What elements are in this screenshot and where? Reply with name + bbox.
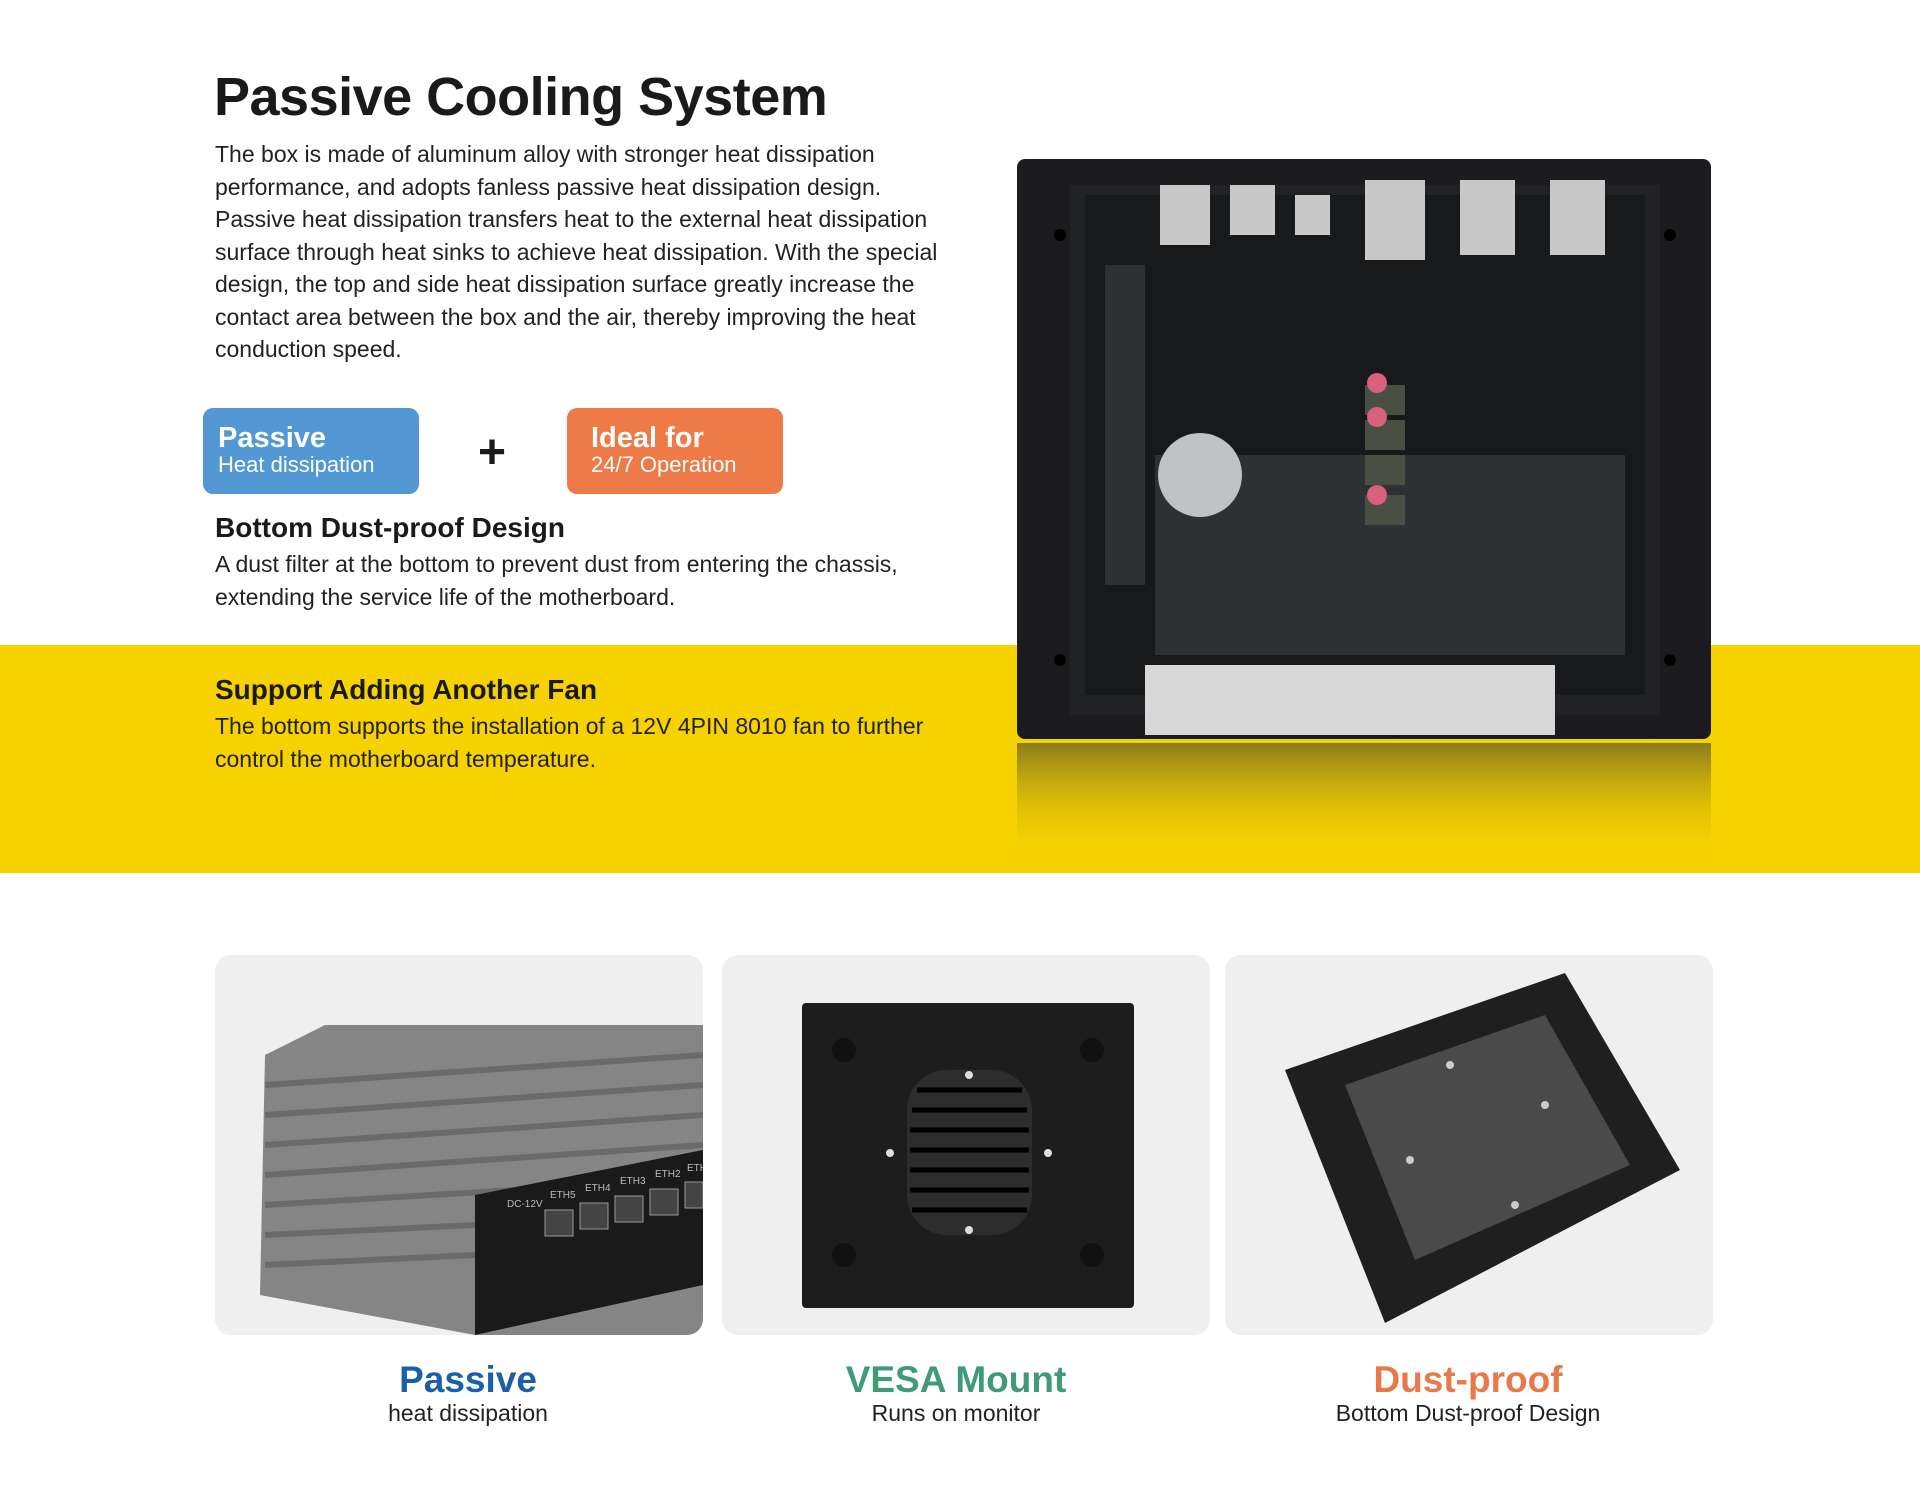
vesa-bottom-image — [802, 1003, 1134, 1308]
port-label: ETH1 — [687, 1163, 703, 1174]
port-label: ETH5 — [550, 1190, 576, 1201]
port-label: ETH2 — [655, 1169, 681, 1180]
port-label: DC-12V — [507, 1199, 543, 1210]
port-label: ETH4 — [585, 1183, 611, 1194]
feature-sub: heat dissipation — [388, 1400, 548, 1426]
badge-sub: 24/7 Operation — [591, 452, 737, 477]
dustproof-card — [1225, 955, 1713, 1335]
badge-sub: Heat dissipation — [218, 452, 375, 477]
port-label: ETH3 — [620, 1176, 646, 1187]
feature-dustproof: Dust-proof Bottom Dust-proof Design — [1218, 1359, 1718, 1427]
intro-text: The box is made of aluminum alloy with s… — [215, 141, 938, 362]
feature-title: VESA Mount — [845, 1359, 1067, 1400]
fan-heading: Support Adding Another Fan — [215, 674, 598, 705]
page-title: Passive Cooling System — [214, 67, 828, 127]
feature-title: Dust-proof — [1373, 1359, 1563, 1400]
dust-filter-image — [1285, 973, 1680, 1323]
feature-sub: Bottom Dust-proof Design — [1335, 1400, 1601, 1426]
fanless-box-image: DC-12V ETH5 ETH4 ETH3 ETH2 ETH1 — [260, 1025, 703, 1335]
passive-badge: Passive Heat dissipation — [203, 408, 419, 494]
plus-sign: + — [478, 426, 507, 479]
dust-heading: Bottom Dust-proof Design — [215, 512, 565, 543]
dust-text: A dust filter at the bottom to prevent d… — [215, 551, 898, 610]
vesa-card — [722, 955, 1210, 1335]
feature-title: Passive — [399, 1359, 537, 1400]
operation-badge: Ideal for 24/7 Operation — [567, 408, 783, 494]
badge-title: Ideal for — [591, 422, 704, 454]
feature-sub: Runs on monitor — [871, 1400, 1041, 1426]
feature-passive: Passive heat dissipation — [218, 1359, 718, 1427]
badge-title: Passive — [218, 422, 327, 454]
fan-text: The bottom supports the installation of … — [215, 713, 924, 772]
feature-vesa: VESA Mount Runs on monitor — [706, 1359, 1206, 1427]
motherboard-image — [1017, 159, 1711, 863]
passive-card: DC-12V ETH5 ETH4 ETH3 ETH2 ETH1 — [215, 955, 703, 1335]
